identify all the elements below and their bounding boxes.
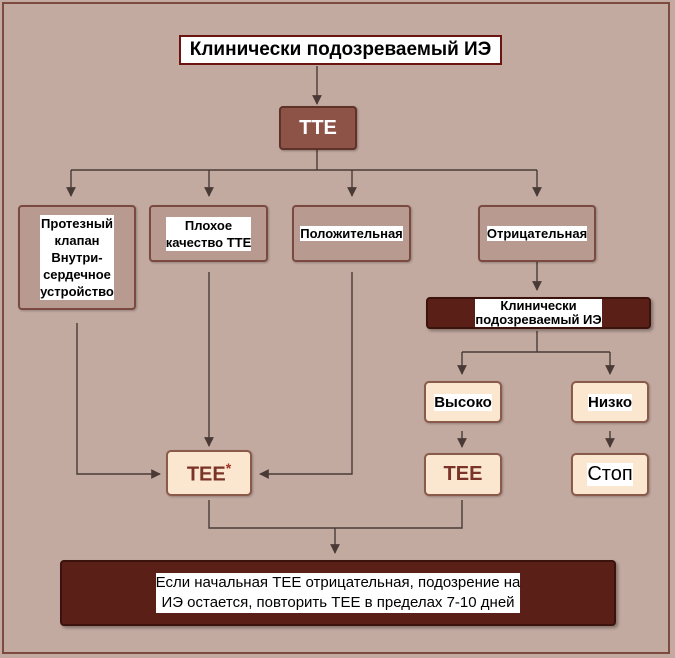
stop-label: Стоп [587, 463, 633, 486]
high-risk-box: Высоко [424, 381, 502, 423]
poor-quality-tte-label: Плохое качество TTE [165, 216, 252, 251]
arrow-positive-to-tee [259, 272, 353, 479]
tte-label: TTE [299, 116, 337, 139]
prosthetic-valve-box: Протезный клапан Внутри- сердечное устро… [18, 205, 136, 310]
clinically-suspected-ie-secondary-box: Клинически подозреваемый ИЭ [426, 297, 651, 329]
clinically-suspected-ie-label: Клинически подозреваемый ИЭ [189, 39, 492, 61]
high-risk-label: Высоко [434, 393, 492, 411]
low-risk-label: Низко [588, 393, 632, 411]
positive-label: Положительная [300, 226, 403, 241]
line-tee-to-merge [208, 500, 463, 529]
positive-box: Положительная [292, 205, 411, 262]
tee-box: TEE [424, 453, 502, 496]
repeat-tee-note-box: Если начальная TEE отрицательная, подозр… [60, 560, 616, 626]
arrow-prosthetic-to-tee [76, 323, 161, 479]
tte-box: TTE [279, 106, 357, 150]
stop-box: Стоп [571, 453, 649, 496]
clinically-suspected-ie-box: Клинически подозреваемый ИЭ [179, 35, 502, 65]
prosthetic-valve-label: Протезный клапан Внутри- сердечное устро… [40, 215, 114, 300]
tee-star-box: TEE* [166, 450, 252, 496]
poor-quality-tte-box: Плохое качество TTE [149, 205, 268, 262]
low-risk-box: Низко [571, 381, 649, 423]
tee-star-label: TEE* [186, 459, 232, 486]
negative-box: Отрицательная [478, 205, 596, 262]
asterisk: * [225, 459, 232, 476]
negative-label: Отрицательная [486, 226, 588, 241]
repeat-tee-note-label: Если начальная TEE отрицательная, подозр… [155, 573, 521, 613]
clinically-suspected-ie-secondary-label: Клинически подозреваемый ИЭ [475, 298, 602, 327]
tee-label: TEE [443, 463, 483, 485]
